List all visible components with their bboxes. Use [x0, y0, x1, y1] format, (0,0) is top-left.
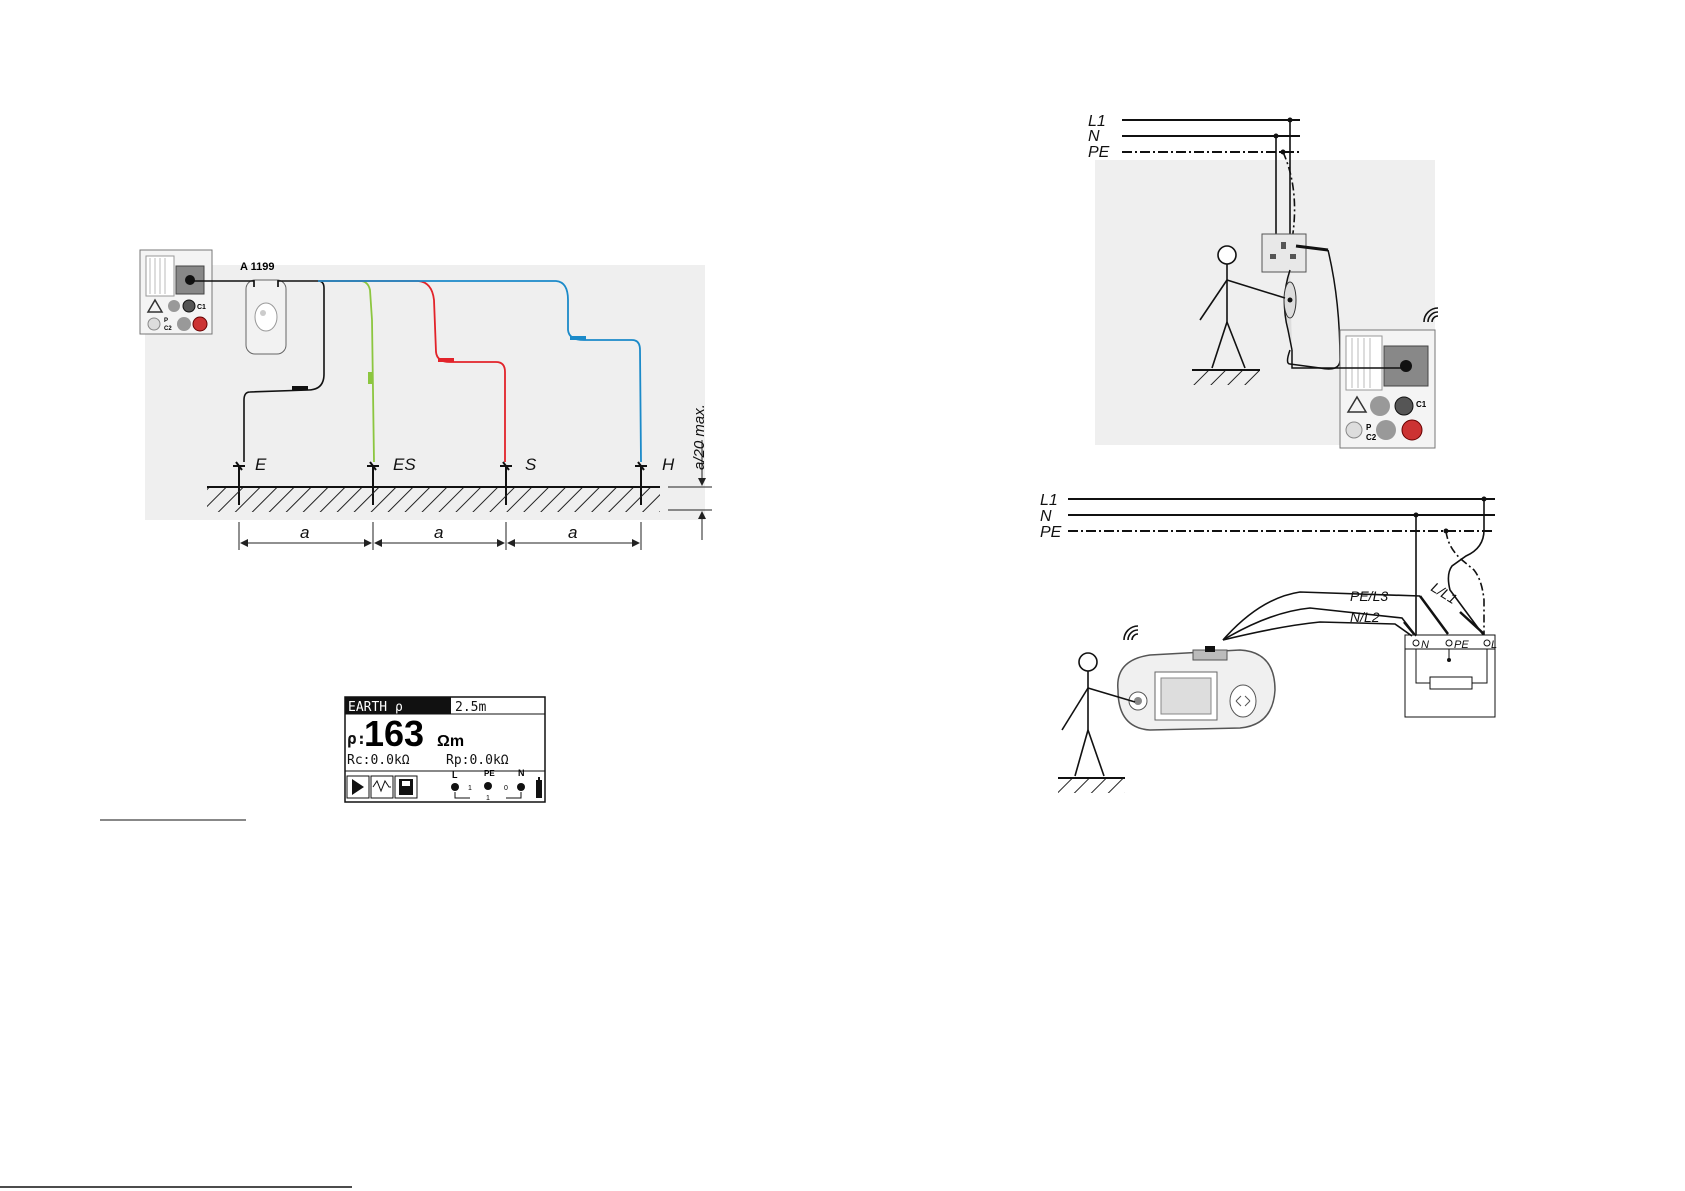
probe-s-label: S	[525, 455, 537, 474]
instrument-display	[1161, 678, 1211, 714]
fig2-line-n: N	[1088, 128, 1100, 145]
adapter-label: A 1199	[240, 261, 274, 273]
wireless-icon	[1124, 626, 1138, 640]
lcd-term-l: L	[452, 770, 458, 780]
fig3-line-pe: PE	[1040, 524, 1062, 541]
earth-resistivity-diagram: C1 P C2 A 1199 E	[140, 250, 712, 550]
lcd-term-n: N	[518, 768, 525, 778]
terminal-c1-label: C1	[197, 304, 206, 311]
terminal-c2-label: C2	[164, 326, 172, 332]
lcd-num-2: 1	[486, 795, 490, 802]
lcd-screen: EARTH ρ 2.5m ρ: 163 Ωm Rc:0.0kΩ Rp:0.0kΩ…	[345, 697, 545, 802]
fig3-line-n: N	[1040, 508, 1052, 525]
instrument-panel: C1 P C2	[1340, 330, 1435, 448]
fig2-terminal-c1: C1	[1416, 400, 1427, 409]
lcd-num-0: 0	[504, 785, 508, 792]
lcd-rho-value: 163	[364, 713, 424, 754]
socket-test-diagram: L1 N PE	[1088, 113, 1438, 448]
lcd-rp: Rp:0.0kΩ	[446, 753, 509, 768]
fig3-line-l1: L1	[1040, 492, 1058, 509]
lcd-rc: Rc:0.0kΩ	[347, 753, 410, 768]
probe-h-label: H	[662, 455, 675, 474]
depth-label: a/20 max.	[691, 404, 708, 470]
spacing-label-2: a	[434, 523, 443, 542]
lead-n-l2: N/L2	[1350, 609, 1380, 625]
probe-es-label: ES	[393, 455, 416, 474]
diagram-background	[145, 265, 705, 520]
installation-test-diagram: L1 N PE N PE L PE/L3 N/L2 L/L1	[1040, 492, 1497, 793]
instrument-panel: C1 P C2	[140, 250, 212, 334]
spacing-label-3: a	[568, 523, 577, 542]
fig2-terminal-p: P	[1366, 423, 1372, 432]
spacing-label-1: a	[300, 523, 309, 542]
load-resistor	[1430, 677, 1472, 689]
lcd-rho-unit: Ωm	[437, 733, 464, 750]
battery-icon	[536, 780, 542, 798]
lead-l-l1: L/L1	[1428, 579, 1460, 607]
probe-e-label: E	[255, 455, 267, 474]
multifunction-instrument	[1118, 646, 1275, 730]
lcd-term-pe: PE	[484, 769, 495, 778]
wall-socket	[1262, 234, 1306, 272]
ground-hatch	[207, 488, 660, 512]
fig2-terminal-c2: C2	[1366, 433, 1377, 442]
lead-pe-l3: PE/L3	[1350, 588, 1388, 604]
fig2-line-pe: PE	[1088, 144, 1110, 161]
spacing-dimensions: a a a	[239, 522, 641, 550]
lcd-distance: 2.5m	[455, 700, 486, 715]
terminal-p-label: P	[164, 318, 168, 324]
lcd-num-1: 1	[468, 785, 472, 792]
